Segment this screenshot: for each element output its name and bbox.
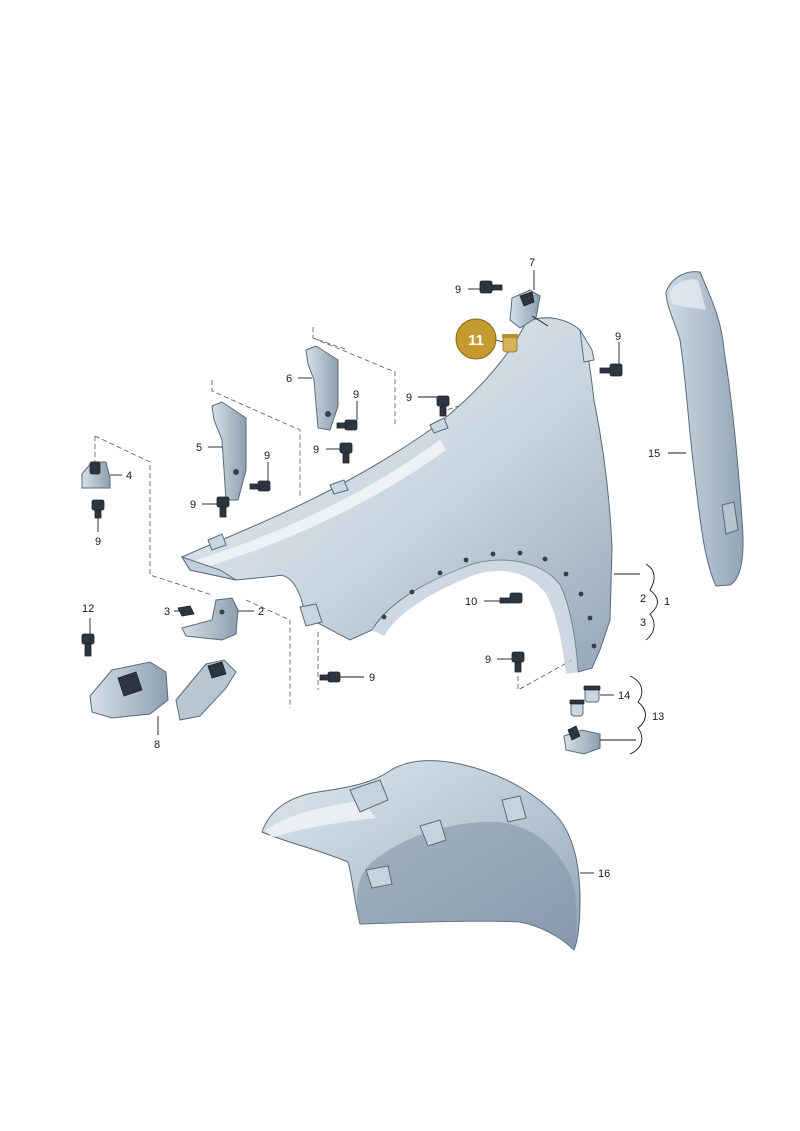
bolt-icon: [436, 395, 450, 417]
bracket-part-13: [563, 725, 601, 755]
bolt-icon: [216, 496, 230, 518]
bracket-assembly-part-8: [89, 659, 237, 721]
label-9: 9: [353, 389, 359, 401]
label-9: 9: [95, 536, 101, 548]
label-2: 2: [258, 606, 264, 618]
bracket-part-6: [305, 345, 339, 431]
label-9: 9: [190, 499, 196, 511]
label-14: 14: [618, 690, 630, 702]
highlight-callout-11[interactable]: 11: [455, 318, 504, 360]
bracket-part-5: [211, 401, 247, 501]
label-1: 1: [664, 596, 670, 608]
bolt-icon: [91, 499, 105, 519]
label-15: 15: [648, 448, 660, 460]
bracket-part-4: [81, 461, 111, 489]
bolt-icon: [499, 592, 523, 604]
nut-part-13: [569, 699, 585, 717]
bolt-icon: [339, 442, 353, 464]
bolt-icon: [249, 480, 271, 492]
bolts: [81, 280, 623, 683]
bolt-icon: [599, 363, 623, 377]
label-9: 9: [264, 450, 270, 462]
clip-part-14: [583, 685, 601, 703]
bolt-icon: [479, 280, 503, 294]
label-11: 11: [468, 332, 484, 349]
label-9: 9: [369, 672, 375, 684]
highlight-badge[interactable]: [455, 318, 497, 360]
bolt-icon: [81, 633, 95, 657]
bolt-icon: [319, 671, 341, 683]
bolt-icon: [336, 419, 358, 431]
label-3: 3: [164, 606, 170, 618]
label-8: 8: [154, 739, 160, 751]
leader-lines: [89, 270, 686, 874]
front-fender: [180, 317, 613, 674]
label-9: 9: [455, 284, 461, 296]
bracket-part-2: [181, 597, 239, 641]
label-10: 10: [465, 596, 477, 608]
bolt-icon: [511, 651, 525, 673]
nut-part-11: [502, 334, 518, 353]
bracket-part-7: [509, 289, 541, 329]
label-4: 4: [126, 470, 132, 482]
clip-part-3: [177, 605, 195, 617]
label-3: 3: [640, 617, 646, 629]
label-16: 16: [598, 868, 610, 880]
label-6: 6: [286, 373, 292, 385]
label-9: 9: [615, 331, 621, 343]
fender-seal: [665, 271, 744, 587]
label-5: 5: [196, 442, 202, 454]
label-9: 9: [313, 444, 319, 456]
callout-labels: 7 9 9 6 9 9 5 9 9 15 4 9 9 2 1 10 12 3 2…: [82, 257, 670, 880]
label-9: 9: [406, 392, 412, 404]
wheel-housing-liner: [261, 760, 581, 951]
label-12: 12: [82, 603, 94, 615]
label-13: 13: [652, 711, 664, 723]
label-7: 7: [529, 257, 535, 269]
label-2: 2: [640, 593, 646, 605]
label-9: 9: [485, 654, 491, 666]
